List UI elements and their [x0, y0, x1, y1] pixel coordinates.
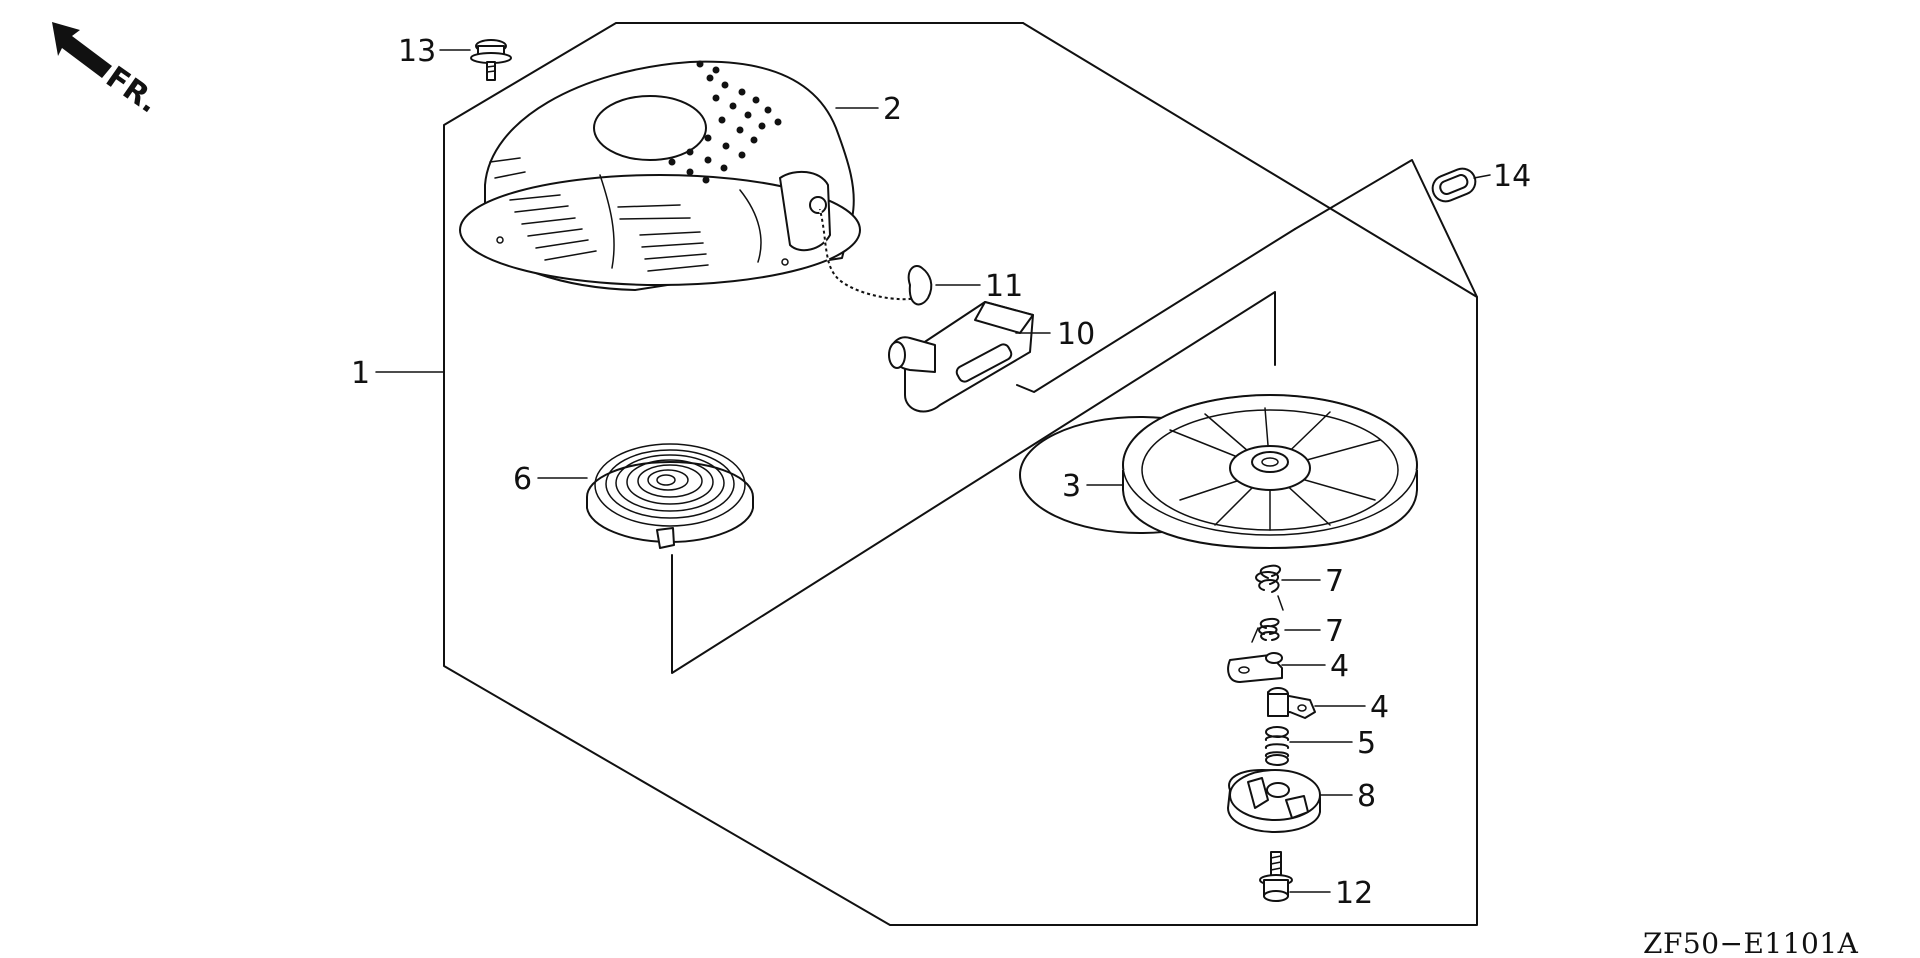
callout-13: 13: [398, 34, 436, 69]
callout-12: 12: [1335, 876, 1373, 911]
assembly-outline-right: [1022, 22, 1478, 298]
front-direction-arrow-icon: [52, 22, 112, 78]
callout-7-upper: 7: [1325, 564, 1344, 599]
spring-7-upper: [1255, 564, 1284, 611]
grommet-14: [1431, 167, 1477, 203]
spring-7-lower: [1251, 617, 1280, 643]
callout-1: 1: [351, 356, 370, 391]
inner-guide-line-top: [1016, 228, 1296, 393]
callout-4-upper: 4: [1330, 649, 1349, 684]
inner-guide-line-spring: [671, 291, 1276, 674]
starter-rope-11: [818, 209, 933, 306]
reel-pulley-3: [1019, 394, 1418, 549]
recoil-spring-6: [586, 443, 754, 549]
rope-handle-10: [888, 301, 1034, 413]
callout-6: 6: [513, 462, 532, 497]
ratchet-4-lower: [1267, 687, 1316, 719]
callout-10: 10: [1057, 317, 1095, 352]
callout-7-lower: 7: [1325, 614, 1344, 649]
callout-8: 8: [1357, 779, 1376, 814]
callout-5: 5: [1357, 726, 1376, 761]
bolt-12: [1259, 851, 1293, 902]
starter-housing-2: [459, 60, 861, 291]
bolt-13: [470, 39, 512, 81]
callout-3: 3: [1062, 469, 1081, 504]
callout-4-lower: 4: [1370, 690, 1389, 725]
ratchet-4-upper: [1227, 652, 1283, 683]
callout-14: 14: [1493, 159, 1531, 194]
callout-2: 2: [883, 92, 902, 127]
diagram-code: ZF50−E1101A: [1643, 927, 1859, 958]
assembly-outline: [443, 22, 1478, 926]
callout-11: 11: [985, 269, 1023, 304]
friction-plate-8: [1227, 769, 1321, 833]
leader-lines: [375, 49, 1491, 893]
friction-spring-5: [1264, 726, 1290, 766]
